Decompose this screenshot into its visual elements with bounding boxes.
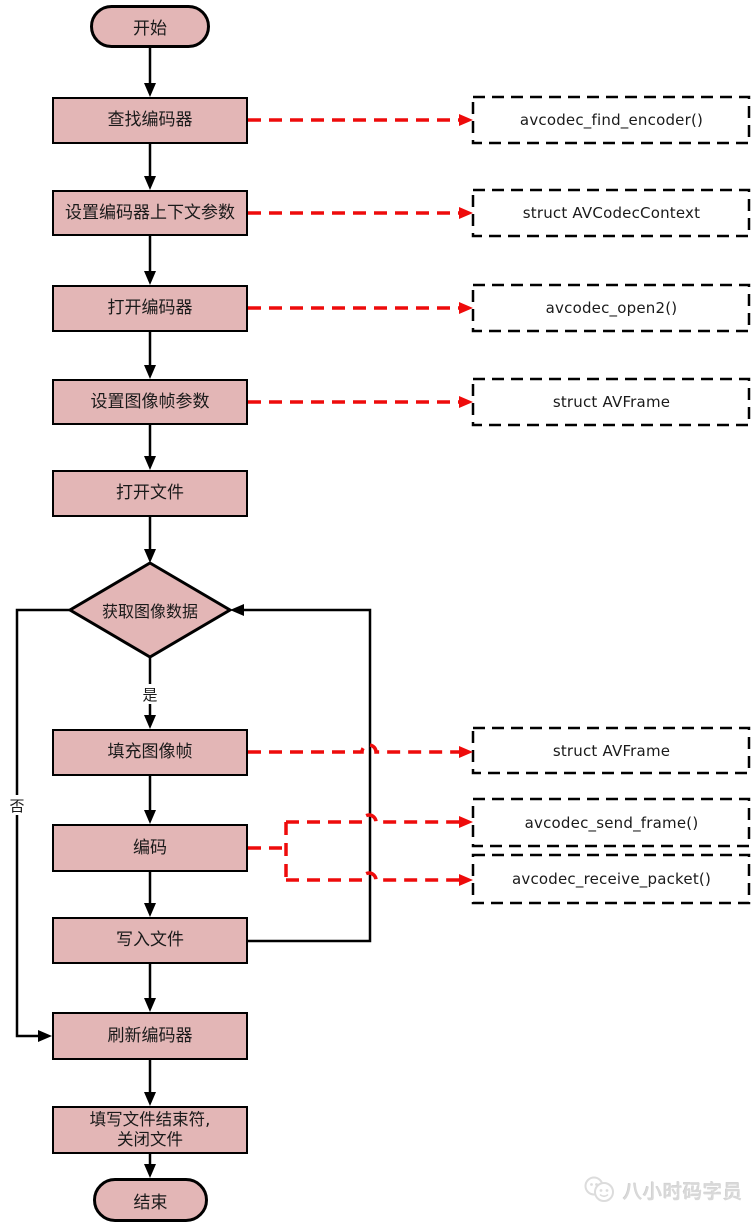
api-label-send-frame: avcodec_send_frame() [524, 813, 699, 832]
watermark-text: 八小时码字员 [623, 1180, 744, 1203]
node-start: 开始 [90, 5, 210, 48]
node-write-file: 写入文件 [52, 917, 248, 964]
node-set-frame-params: 设置图像帧参数 [52, 379, 248, 425]
api-box-find-encoder [471, 95, 751, 145]
api-box-avframe-fill [471, 726, 751, 775]
api-label-avframe-fill: struct AVFrame [552, 741, 671, 760]
node-flush-encoder: 刷新编码器 [52, 1012, 248, 1060]
node-find-encoder: 查找编码器 [52, 97, 248, 144]
node-fill-frame: 填充图像帧 [52, 729, 248, 776]
api-box-send-frame [471, 797, 751, 848]
api-box-codec-context [471, 188, 751, 238]
api-label-open2: avcodec_open2() [545, 299, 678, 317]
edge-loop-write-to-decision [230, 604, 372, 943]
branch-label-yes: 是 [139, 684, 161, 704]
node-open-file: 打开文件 [52, 470, 248, 517]
api-link-avframe-fill [248, 743, 473, 758]
node-end: 结束 [93, 1178, 208, 1222]
api-box-receive-packet [471, 853, 751, 905]
branch-label-no: 否 [6, 795, 28, 815]
watermark: 八小时码字员 [584, 1176, 743, 1204]
api-label-avframe-params: struct AVFrame [552, 393, 671, 411]
api-label-find-encoder: avcodec_find_encoder() [519, 111, 704, 129]
api-box-open2 [471, 283, 751, 333]
decision-shape [67, 561, 233, 659]
edge-decision-no-to-flush [15, 608, 70, 1042]
node-set-context: 设置编码器上下文参数 [52, 190, 248, 236]
api-box-avframe-params [471, 377, 751, 427]
api-label-codec-context: struct AVCodecContext [522, 204, 701, 222]
node-get-image-data: 获取图像数据 [101, 602, 198, 621]
node-write-eof-close: 填写文件结束符, 关闭文件 [52, 1106, 248, 1154]
watermark-logo-icon [584, 1176, 614, 1202]
api-link-send-frame [286, 813, 473, 828]
node-open-encoder: 打开编码器 [52, 285, 248, 332]
node-encode: 编码 [52, 824, 248, 872]
api-link-receive-packet [286, 871, 473, 886]
api-label-receive-packet: avcodec_receive_packet() [511, 870, 712, 888]
